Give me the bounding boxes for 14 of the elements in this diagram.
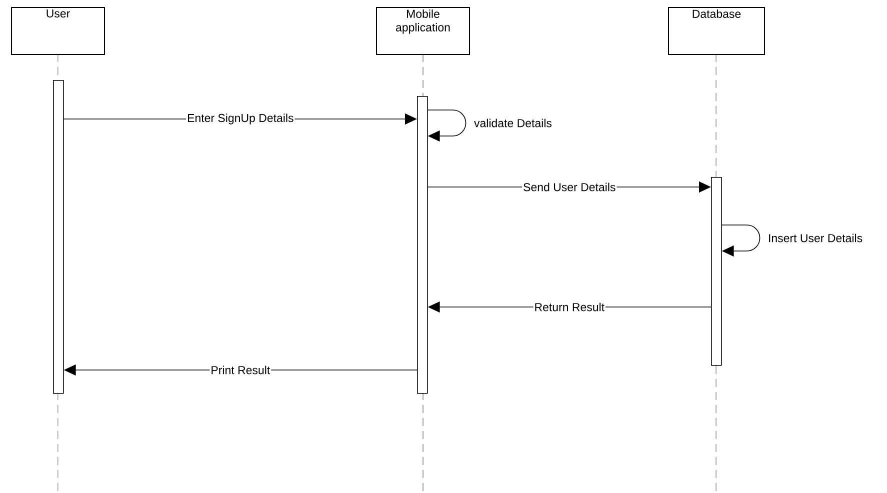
edge-label: Return Result <box>533 302 606 312</box>
edge-label: validate Details <box>474 118 552 128</box>
participant-box: User <box>11 7 105 55</box>
edge-label: Print Result <box>210 364 272 376</box>
edge-label: Insert User Details <box>769 234 862 242</box>
edge-label: Enter SignUp Details <box>186 112 295 126</box>
participant-box: Database <box>668 7 765 55</box>
activation-bar <box>711 176 722 366</box>
activation-bar <box>417 96 428 394</box>
participant-box: Mobile application <box>376 7 470 55</box>
self-message-arrow <box>427 110 466 142</box>
self-message-arrow <box>721 224 760 257</box>
edge-label: Send User Details <box>522 182 617 192</box>
activation-bar <box>53 80 64 394</box>
